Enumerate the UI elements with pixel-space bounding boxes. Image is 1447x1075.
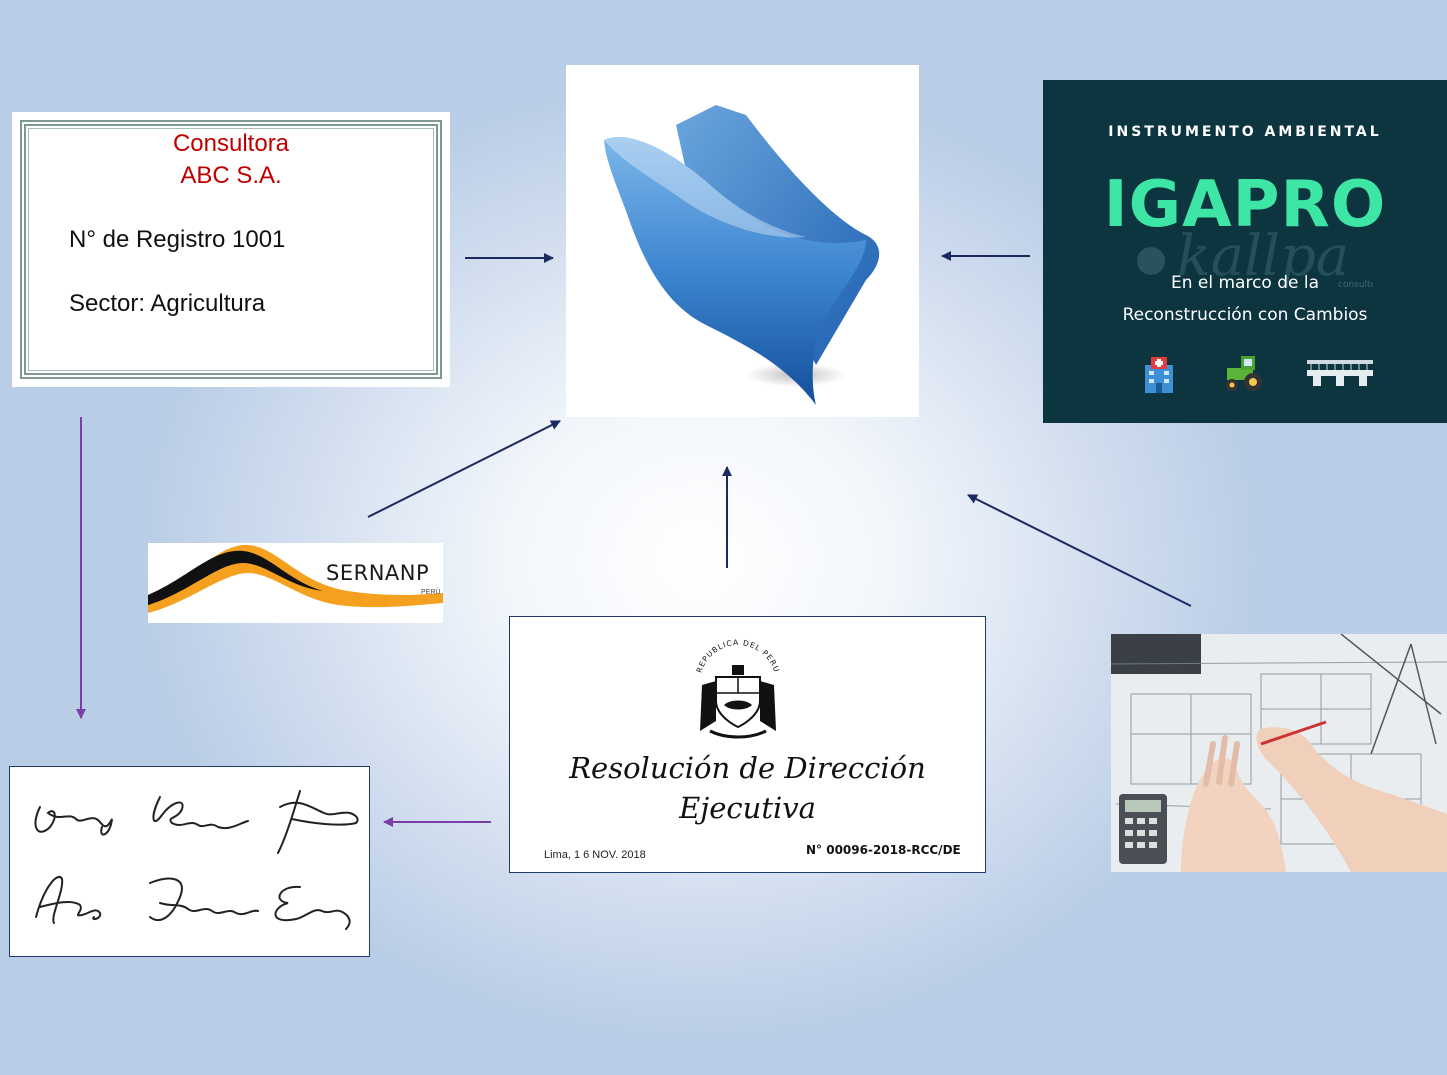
sector-label: Sector: Agricultura [69,290,266,317]
architectural-plans-photo [1111,634,1447,872]
igapro-subtitle-line2: Reconstrucción con Cambios [1122,305,1368,325]
sernanp-mountain-logo [148,544,443,613]
company-name-line2: ABC S.A. [180,162,282,189]
resolution-document: REPUBLICA DEL PERU Resolución de Direcci… [509,616,986,873]
hand-drawing-blueprint-image [1111,634,1447,872]
resolution-title-line1: Resolución de Dirección [569,751,926,785]
sernanp-name: SERNANP [326,561,430,585]
certificate-card: Consultora ABC S.A. N° de Registro 1001 … [12,112,450,387]
igapro-subtitle-line1: En el marco de la [1170,273,1320,293]
sernanp-logo-card: SERNANP PERÚ [148,543,443,623]
igapro-card: INSTRUMENTO AMBIENTAL kallpa consultores… [1043,80,1447,423]
handwritten-signatures-image [34,790,359,930]
hospital-icon [1145,357,1173,393]
igapro-kicker: INSTRUMENTO AMBIENTAL [1108,124,1382,140]
registry-number: N° de Registro 1001 [69,226,286,253]
tractor-icon [1226,356,1262,391]
folder-card [566,65,919,417]
svg-text:consultores: consultores [1338,280,1373,290]
folder-icon [604,105,880,405]
arrow-plans-to-folder [967,494,1192,607]
signatures-card [9,766,370,957]
resolution-number: N° 00096-2018-RCC/DE [806,843,961,857]
igapro-title: IGAPRO [1103,168,1387,242]
kallpa-watermark-logo: kallpa consultores [1137,224,1373,290]
resolution-place-date: Lima, 1 6 NOV. 2018 [544,849,646,861]
svg-text:kallpa: kallpa [1177,224,1349,289]
sernanp-country: PERÚ [421,589,441,596]
certificate-border [20,120,442,379]
arrow-sernanp-to-folder [367,420,561,518]
peru-coat-of-arms-icon: REPUBLICA DEL PERU [695,638,780,739]
bridge-icon [1307,360,1373,386]
company-name-line1: Consultora [172,130,290,157]
certificate-inner-border [28,128,434,371]
resolution-title-line2: Ejecutiva [679,791,816,825]
